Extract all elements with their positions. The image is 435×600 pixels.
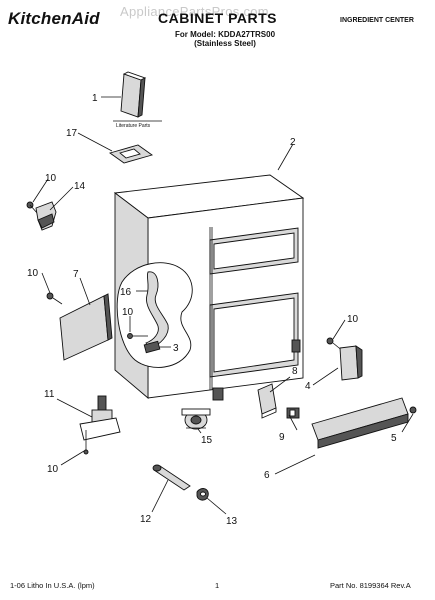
callout-3: 3 <box>173 343 179 354</box>
part-side-panel <box>46 292 113 361</box>
literature-label: Literature Parts <box>116 123 151 129</box>
callout-12: 12 <box>140 514 152 525</box>
model-info: For Model: KDDA27TRS00 (Stainless Steel) <box>175 30 275 48</box>
callout-8: 8 <box>292 366 298 377</box>
callout-10-left: 10 <box>27 268 39 279</box>
page-title: CABINET PARTS <box>158 10 278 26</box>
callout-2: 2 <box>290 137 296 148</box>
callout-14: 14 <box>74 181 86 192</box>
callout-10-bottom-left: 10 <box>47 464 59 475</box>
brand-logo: KitchenAid <box>8 9 100 28</box>
watermark: AppliancePartsPros.com <box>120 4 269 19</box>
part-literature-booklet: Literature Parts <box>113 71 162 129</box>
callout-1: 1 <box>92 93 98 104</box>
callout-16: 16 <box>120 287 132 298</box>
part-valve <box>181 408 211 430</box>
callout-11: 11 <box>44 389 55 400</box>
footer-part-number: Part No. 8199364 Rev.A <box>330 581 411 590</box>
part-template <box>108 144 154 164</box>
part-water-line-inset <box>116 262 193 368</box>
callout-numbers: 1 2 3 4 5 6 7 8 9 10 10 10 10 10 11 12 1… <box>27 93 397 527</box>
part-bracket-right <box>326 337 363 381</box>
callout-10-top-left: 10 <box>45 173 57 184</box>
callout-7: 7 <box>73 269 79 280</box>
part-bracket-upper-left <box>26 201 57 231</box>
category-label: INGREDIENT CENTER <box>340 17 414 24</box>
part-clip <box>196 488 209 501</box>
footer-page-number: 1 <box>215 581 220 590</box>
part-toe-kick <box>311 397 417 449</box>
part-pin <box>152 464 191 491</box>
callout-10-inset: 10 <box>122 307 134 318</box>
part-mounting-bracket <box>257 383 300 419</box>
model-sub: (Stainless Steel) <box>194 39 256 48</box>
part-motor-assembly <box>79 395 121 455</box>
callout-5: 5 <box>391 433 397 444</box>
callout-4: 4 <box>305 381 311 392</box>
callout-17: 17 <box>66 128 78 139</box>
model-line: For Model: KDDA27TRS00 <box>175 30 276 39</box>
callout-6: 6 <box>264 470 270 481</box>
leader-lines <box>32 96 414 515</box>
callout-15: 15 <box>201 435 213 446</box>
callout-13: 13 <box>226 516 238 527</box>
callout-9: 9 <box>279 432 285 443</box>
callout-10-right: 10 <box>347 314 359 325</box>
footer-litho: 1-06 Litho In U.S.A. (lpm) <box>10 581 95 590</box>
